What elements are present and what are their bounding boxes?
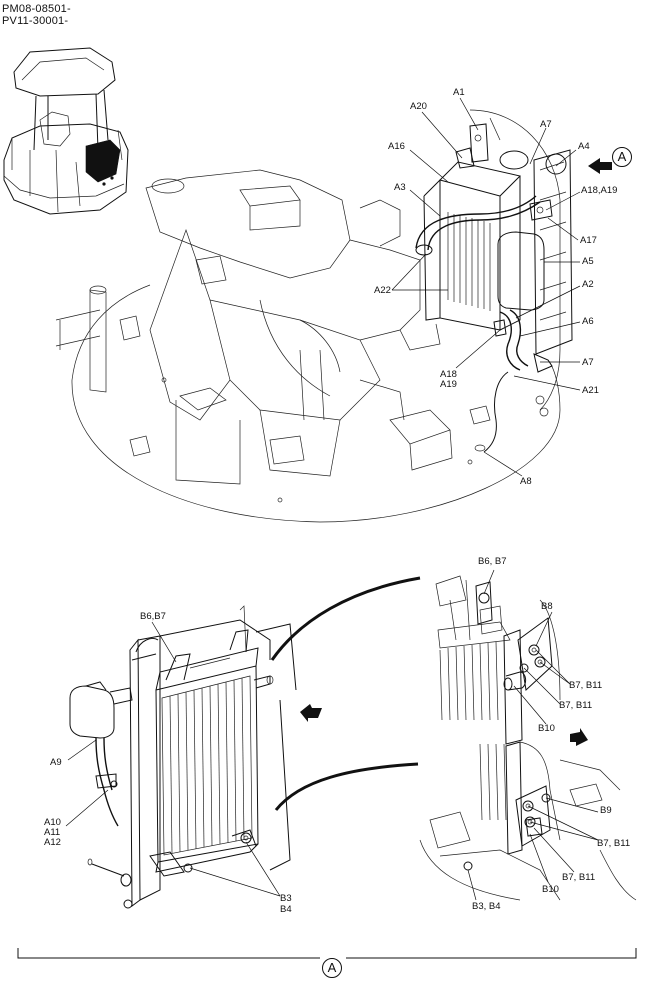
label-b3: B3 [280,893,292,904]
label-a20: A20 [410,101,427,112]
leader-lines-bottom-left [65,621,281,897]
leader-lines-top [391,97,581,477]
view-a-callout-bottom: A [322,958,342,978]
label-b4: B4 [280,904,292,915]
label-b10-top: B10 [538,723,555,734]
label-b9: B9 [600,805,612,816]
leader-lines-detail-2 [467,797,599,901]
label-b6-b7: B6,B7 [140,611,166,622]
label-a19-left: A19 [440,379,457,390]
label-b7-b11-c: B7, B11 [597,838,631,849]
leader-lines-detail-1 [483,569,571,725]
label-a12: A12 [44,837,61,848]
view-a-bracket [17,948,637,959]
label-a8: A8 [520,476,532,487]
detail-lower-bracket [419,741,637,901]
label-a10: A10 [44,817,61,828]
label-a3: A3 [394,182,406,193]
machine-thumbnail [3,47,129,215]
radiator-assembly-bottom-left [69,605,297,909]
label-a7-top: A7 [540,119,552,130]
label-a18-a19-right: A18,A19 [581,185,618,196]
label-a21: A21 [582,385,599,396]
label-a18-left: A18 [440,369,457,380]
label-b7-b11-b: B7, B11 [559,700,593,711]
radiator-assembly-top [415,123,573,453]
label-b3-b4: B3, B4 [472,901,501,912]
label-a2: A2 [582,279,594,290]
label-b6-b7-detail: B6, B7 [478,556,507,567]
label-a1: A1 [453,87,465,98]
label-a11: A11 [44,827,61,838]
label-a9: A9 [50,757,62,768]
upper-frame-drawing [55,109,561,523]
label-a4: A4 [578,141,590,152]
view-a-callout-top: A [612,147,632,167]
detail-zoom-lines [270,576,421,811]
serial-range-1: PM08-08501- [2,3,71,15]
label-a22: A22 [374,285,391,296]
flow-arrow-icon [300,704,322,722]
label-a7-bottom: A7 [582,357,594,368]
label-a16: A16 [388,141,405,152]
label-a17: A17 [580,235,597,246]
label-a6: A6 [582,316,594,327]
label-b8: B8 [541,601,553,612]
label-a5: A5 [582,256,594,267]
label-b7-b11-d: B7, B11 [562,872,596,883]
serial-range-2: PV11-30001- [2,15,69,27]
label-b10-bottom: B10 [542,884,559,895]
label-b7-b11-a: B7, B11 [569,680,603,691]
flow-arrow-right-icon [570,728,588,746]
view-direction-arrow-icon [588,158,612,174]
